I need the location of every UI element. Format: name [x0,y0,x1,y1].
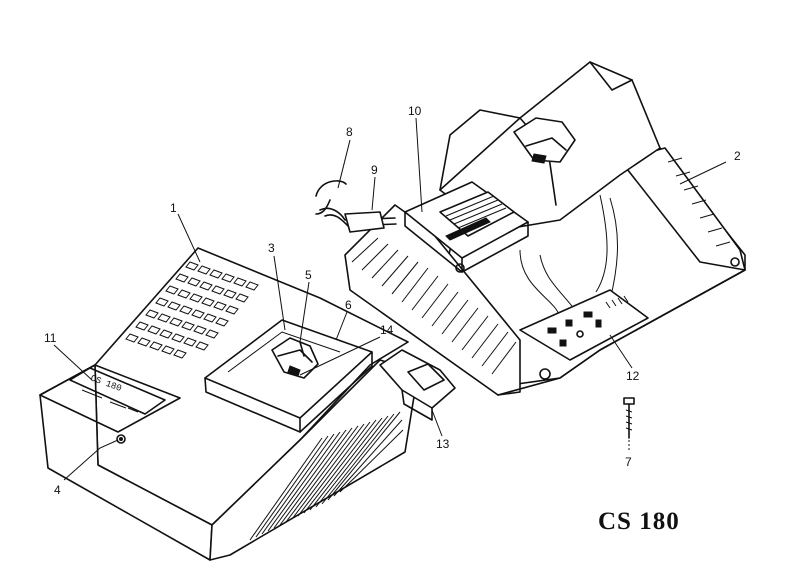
transformer-module [404,181,529,273]
vent-slits [249,411,404,541]
callout-6: 6 [345,298,352,312]
callout-12: 12 [626,369,640,383]
callout-1: 1 [170,201,177,215]
screw [623,397,635,439]
callout-10: 10 [408,104,422,118]
callout-7: 7 [625,455,632,469]
front-contact-clip [271,337,319,379]
callout-14: 14 [380,323,394,337]
callouts: 1 2 3 4 5 6 7 8 9 10 11 12 13 14 [44,104,741,497]
callout-3: 3 [268,241,275,255]
power-cable [315,180,397,233]
callout-8: 8 [346,125,353,139]
callout-5: 5 [305,268,312,282]
circuit-board [519,289,649,361]
callout-2: 2 [734,149,741,163]
callout-11: 11 [44,331,57,345]
speaker-grid [125,261,259,359]
right-ribbing [667,157,731,247]
model-title: CS 180 [598,508,680,535]
leader-lines [53,117,727,481]
rear-chassis [344,61,746,396]
callout-13: 13 [436,437,450,451]
callout-9: 9 [371,163,378,177]
callout-4: 4 [54,483,61,497]
handle [379,349,456,421]
ribbing [351,237,517,375]
